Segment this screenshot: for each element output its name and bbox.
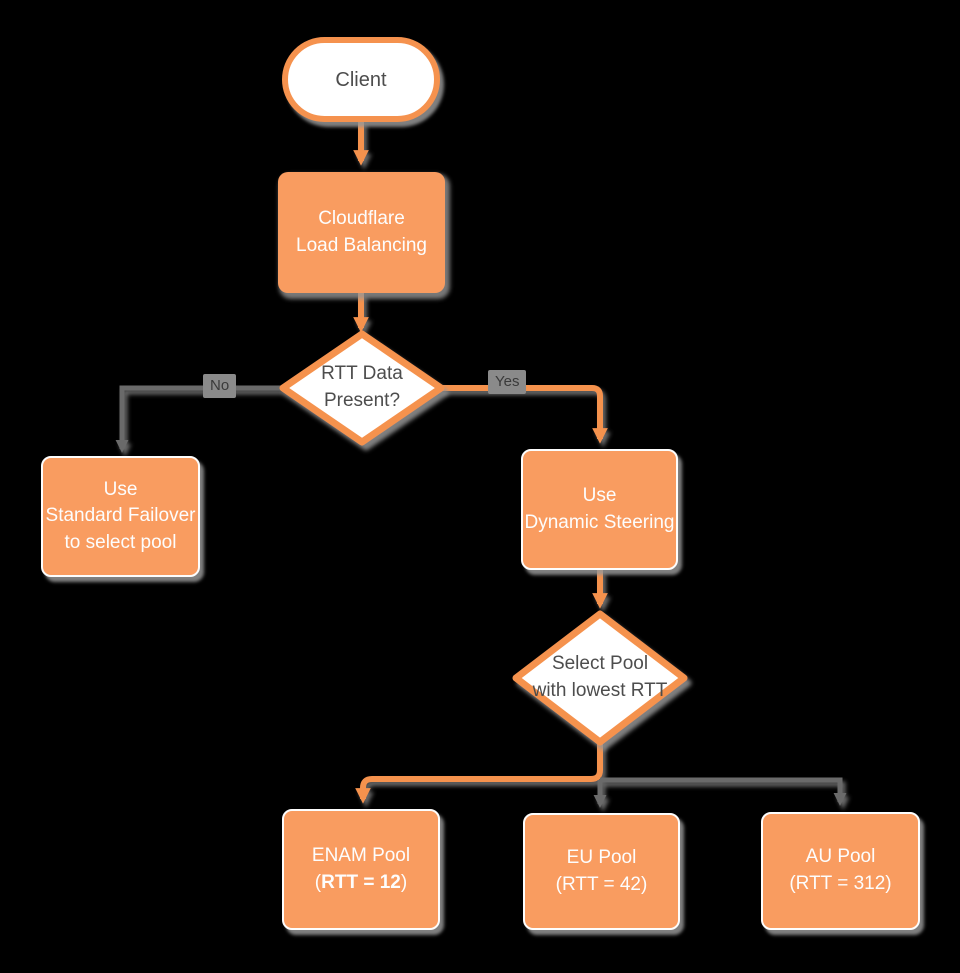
edge-select-pool-to-enam	[355, 742, 603, 804]
node-enam-pool: ENAM Pool (RTT = 12)	[282, 809, 440, 930]
paren-open: (	[314, 871, 322, 893]
node-label-line: Dynamic Steering	[524, 511, 675, 533]
node-label-line: Load Balancing	[296, 234, 427, 256]
decision-label-line: Select Pool	[551, 653, 649, 674]
node-label-line: to select pool	[64, 531, 177, 553]
decision-select-pool-label: Select Pool with lowest RTT	[505, 651, 695, 704]
node-client: Client	[282, 37, 440, 122]
node-eu-pool: EU Pool (RTT = 42)	[523, 813, 680, 930]
decision-select-pool-shape	[512, 610, 688, 746]
node-standard-failover: Use Standard Failover to select pool	[41, 456, 200, 577]
rtt-value-bold: RTT = 12	[321, 871, 401, 893]
decision-rtt-data-present-label: RTT Data Present?	[282, 361, 442, 414]
node-label-line: Use	[582, 484, 617, 506]
paren-close: )	[400, 871, 408, 893]
node-label-line: EU Pool	[566, 846, 637, 868]
node-label-line: (RTT = 312)	[789, 873, 892, 894]
node-client-label: Client	[335, 68, 387, 91]
node-cloudflare-load-balancing: Cloudflare Load Balancing	[278, 172, 445, 293]
node-label-line: Use	[103, 478, 138, 500]
node-label-line: (RTT = 42)	[555, 873, 648, 895]
node-label-line: AU Pool	[805, 846, 876, 868]
node-dynamic-steering: Use Dynamic Steering	[521, 449, 678, 570]
edge-yes-to-dynamic-steering	[441, 385, 608, 444]
decision-rtt-data-present-shape	[279, 330, 445, 446]
node-label-line: ENAM Pool	[311, 844, 411, 866]
node-label-line: (RTT = 12)	[315, 870, 407, 897]
edge-select-pool-to-au	[600, 777, 847, 806]
node-au-pool: AU Pool (RTT = 312)	[761, 812, 920, 930]
decision-label-line: Present?	[323, 389, 401, 411]
node-label-line: Standard Failover	[45, 505, 196, 527]
edge-label-yes: Yes	[488, 370, 527, 394]
edge-label-no: No	[203, 374, 237, 398]
decision-label-line: RTT Data	[321, 363, 403, 384]
node-label-line: Cloudflare	[318, 207, 405, 229]
decision-label-line: with lowest RTT	[532, 679, 668, 701]
